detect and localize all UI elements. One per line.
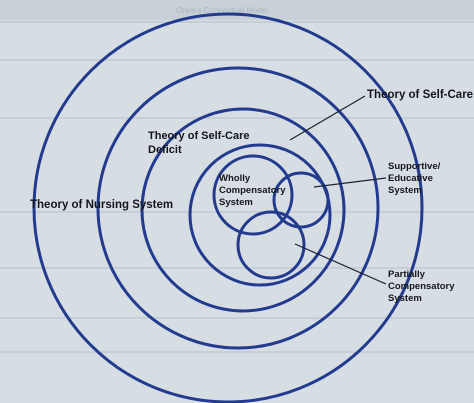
label-partially-line1: Partially <box>388 269 426 280</box>
leader-supportive-educative <box>313 177 387 188</box>
label-theory-of-self-care: Theory of Self-Care <box>367 89 473 101</box>
label-supportive-line1: Supportive/ <box>388 161 441 172</box>
label-supportive-line3: System <box>388 185 422 196</box>
outer-ring-self-care <box>32 12 424 403</box>
circle-partially-compensatory <box>236 210 306 280</box>
ring-inner <box>188 143 332 287</box>
label-partially-line3: System <box>388 293 422 304</box>
label-theory-of-nursing-system: Theory of Nursing System <box>30 199 173 211</box>
leader-theory-of-self-care <box>289 95 366 141</box>
label-wholly-line1: Wholly <box>219 173 251 184</box>
ring-nursing-system <box>140 107 346 313</box>
leader-partially-compensatory <box>294 243 387 285</box>
label-self-care-deficit-line2: Deficit <box>148 144 182 156</box>
circle-wholly-compensatory <box>212 154 294 236</box>
background-header: Orem's Conceptual Model <box>176 6 268 15</box>
ring-self-care-deficit <box>96 66 380 350</box>
background-page: Orem's Conceptual Model <box>0 0 474 353</box>
circle-supportive-educative <box>272 171 330 229</box>
label-supportive-line2: Educative <box>388 173 433 184</box>
label-partially-line2: Compensatory <box>388 281 455 292</box>
label-wholly-line2: Compensatory <box>219 185 286 196</box>
label-wholly-line3: System <box>219 197 253 208</box>
label-self-care-deficit-line1: Theory of Self-Care <box>148 130 249 142</box>
